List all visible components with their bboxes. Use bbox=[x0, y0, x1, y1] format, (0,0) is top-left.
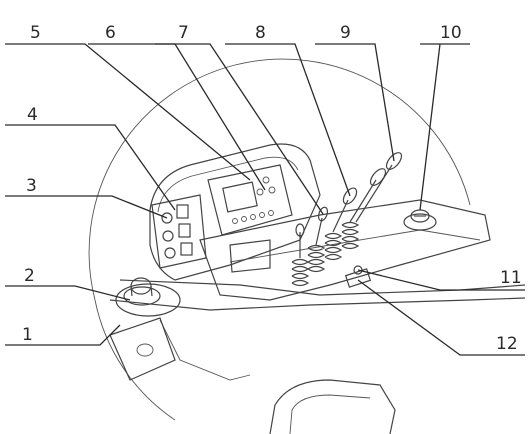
callout-8: 8 bbox=[255, 23, 266, 43]
rotary-knob bbox=[403, 209, 437, 231]
console-housing bbox=[109, 143, 526, 381]
callout-1: 1 bbox=[22, 325, 33, 345]
switch-panel bbox=[151, 194, 207, 269]
callout-labels: 1 2 3 4 5 6 7 8 9 10 11 12 bbox=[22, 23, 522, 354]
lever-stack bbox=[291, 221, 360, 287]
callout-4: 4 bbox=[27, 105, 38, 125]
callout-7: 7 bbox=[178, 23, 189, 43]
display-panel bbox=[207, 164, 293, 236]
detail-circle bbox=[88, 58, 471, 421]
callout-5: 5 bbox=[30, 23, 41, 43]
callout-12: 12 bbox=[496, 334, 518, 354]
callout-9: 9 bbox=[340, 23, 351, 43]
callout-2: 2 bbox=[24, 266, 35, 286]
callout-3: 3 bbox=[26, 176, 37, 196]
leader-lines bbox=[5, 43, 525, 356]
callout-6: 6 bbox=[105, 23, 116, 43]
seat-outline bbox=[269, 379, 396, 434]
joystick bbox=[109, 277, 181, 381]
callout-11: 11 bbox=[500, 268, 522, 288]
callout-10: 10 bbox=[440, 23, 462, 43]
control-levers bbox=[291, 152, 403, 288]
